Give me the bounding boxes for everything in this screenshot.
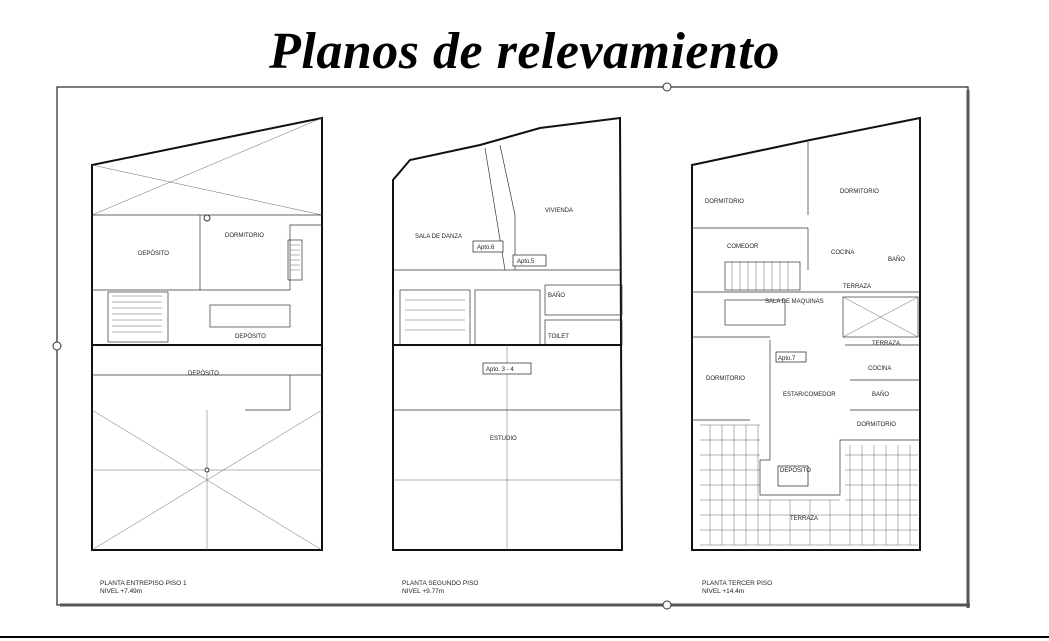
room-label: COMEDOR (727, 244, 759, 250)
room-label: DORMITORIO (857, 422, 896, 428)
plan-caption: PLANTA SEGUNDO PISO (402, 580, 478, 587)
terrace-tiles (700, 424, 918, 546)
room-label: DORMITORIO (705, 199, 744, 205)
slide-title: Planos de relevamiento (269, 23, 780, 80)
room-label: TERRAZA (790, 516, 818, 522)
plan-segundo-piso: VIVIENDA SALA DE DANZA Apto.6 Apto.5 BAÑ… (392, 116, 624, 595)
room-label: ESTAR/COMEDOR (783, 392, 836, 398)
room-label: COCINA (831, 250, 854, 256)
room-label: DEPÓSITO (138, 250, 169, 257)
room-label: SALA DE MAQUINAS (765, 299, 824, 305)
room-label: BAÑO (872, 391, 889, 398)
room-label: Apto.7 (778, 356, 796, 362)
room-label: VIVIENDA (545, 208, 573, 214)
plan-caption: PLANTA TERCER PISO (702, 580, 772, 587)
room-label: SALA DE DANZA (415, 234, 462, 240)
room-label: TERRAZA (843, 284, 871, 290)
room-label: BAÑO (548, 292, 565, 299)
room-label: ESTUDIO (490, 436, 517, 442)
room-label: TOILET (548, 334, 569, 340)
room-label: BAÑO (888, 256, 905, 263)
room-label: COCINA (868, 366, 891, 372)
room-label: DORMITORIO (225, 233, 264, 239)
plan-tercer-piso: DORMITORIO DORMITORIO COMEDOR COCINA BAÑ… (691, 116, 921, 595)
room-label: TERRAZA (872, 341, 900, 347)
room-label: Apto.6 (477, 245, 495, 251)
plan-caption: PLANTA ENTREPISO PISO 1 (100, 580, 187, 587)
plan-level: NIVEL +7.49m (100, 588, 142, 595)
room-label: Apto. 3 - 4 (486, 367, 514, 373)
plan-entrepiso-piso-1: DEPÓSITO DORMITORIO DEPÓSITO DEPÓSITO PL… (91, 116, 323, 595)
plan-level: NIVEL +9.77m (402, 588, 444, 595)
room-label: DORMITORIO (706, 376, 745, 382)
room-label: DORMITORIO (840, 189, 879, 195)
room-label: Apto.5 (517, 259, 535, 265)
drawing-frame (0, 82, 1049, 638)
room-label: DEPÓSITO (780, 467, 811, 474)
room-label: DEPÓSITO (188, 370, 219, 377)
plan-level: NIVEL +14.4m (702, 588, 744, 595)
room-label: DEPÓSITO (235, 333, 266, 340)
